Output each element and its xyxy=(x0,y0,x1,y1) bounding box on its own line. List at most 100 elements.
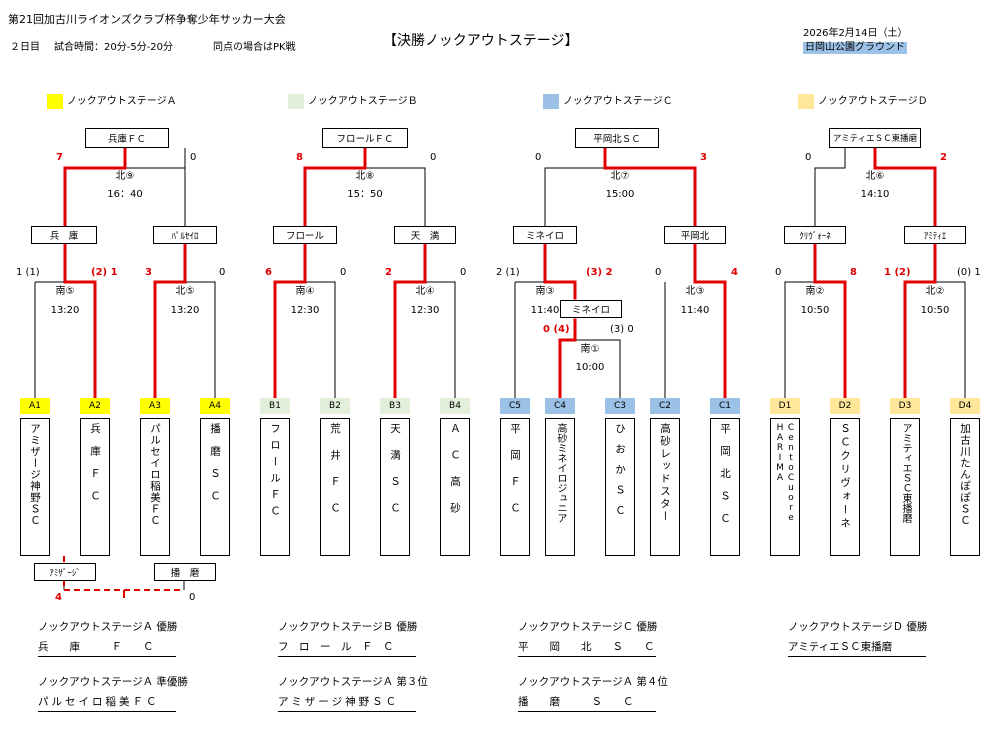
result-label: ノックアウトステージＡ 優勝 xyxy=(38,621,178,633)
stage-a-semi-right-box: ﾊﾟﾙｾｲﾛ xyxy=(153,226,217,244)
team-box: 平岡北ＳＣ xyxy=(710,418,740,556)
team-name: ひおかＳＣ xyxy=(614,423,626,526)
stage-b-m1-time: 12:30 xyxy=(290,305,320,316)
stage-a-m1-time: 13:20 xyxy=(50,305,80,316)
stage-a-m2-score-left: 3 xyxy=(145,267,152,278)
stage-title: 【決勝ノックアウトステージ】 xyxy=(383,33,579,49)
stage-b-m2-score-right: 0 xyxy=(460,267,467,278)
stage-a-m1-label: 南⑤ xyxy=(55,286,75,297)
stage-a-final-score-right: 0 xyxy=(190,152,197,163)
result-label: ノックアウトステージＡ 第３位 xyxy=(278,676,428,688)
team-name: パルセイロ稲美ＦＣ xyxy=(149,423,161,527)
stage-c-m2-time: 11:40 xyxy=(680,305,710,316)
result-label: ノックアウトステージＡ 準優勝 xyxy=(38,676,188,688)
stage-a-m2-score-right: 0 xyxy=(219,267,226,278)
result-label: ノックアウトステージＣ 優勝 xyxy=(518,621,658,633)
stage-b-semi-right-box: 天 満 xyxy=(394,226,456,244)
stage-b-semi-left-box: フロール xyxy=(273,226,337,244)
stage-b-final-time: 15：50 xyxy=(347,189,383,200)
stage-a-m1-score-right: 1 xyxy=(107,267,118,278)
result-team: アミティエＳＣ東播磨 xyxy=(788,640,926,657)
result-team: 兵 庫 Ｆ Ｃ xyxy=(38,640,176,657)
team-code: C3 xyxy=(605,398,635,414)
team-code: D4 xyxy=(950,398,980,414)
team-code: D3 xyxy=(890,398,920,414)
result-team: アミザージ神野ＳＣ xyxy=(278,695,416,712)
team-code: D2 xyxy=(830,398,860,414)
stage-d-m1-label: 南② xyxy=(805,286,825,297)
stage-c-m2-score-right: 4 xyxy=(731,267,738,278)
stage-c-m1-score-right: 2 xyxy=(602,267,613,278)
venue-label: 日岡山公園グラウンド xyxy=(803,42,907,54)
stage-c-semi-right-box: 平岡北 xyxy=(664,226,726,244)
team-code: C1 xyxy=(710,398,740,414)
team-name: CentoCuore HARIMA xyxy=(775,423,796,523)
stage-a-semi-left-box: 兵 庫 xyxy=(31,226,97,244)
stage-a-final-score-left: 7 xyxy=(56,152,63,163)
stage-d-m2-label: 北② xyxy=(925,286,945,297)
stage-c-final-label: 北⑦ xyxy=(610,171,630,182)
tournament-title: 第21回加古川ライオンズクラブ杯争奪少年サッカー大会 xyxy=(8,13,286,26)
stage-c-m1-time: 11:40 xyxy=(530,305,560,316)
team-code: A2 xyxy=(80,398,110,414)
team-name: 平岡ＦＣ xyxy=(509,423,521,529)
stage-d-winner-box: アミティエＳＣ東播磨 xyxy=(829,128,921,148)
result-block: ノックアウトステージＢ 優勝 フ ロ ー ル Ｆ Ｃ xyxy=(278,620,417,657)
stage-d-m2-score-right: (0) 1 xyxy=(957,267,981,278)
legend-swatch-b xyxy=(288,94,304,109)
team-name: 高砂ミネイロジュニア xyxy=(555,423,566,523)
team-code: A3 xyxy=(140,398,170,414)
legend-c: ノックアウトステージＣ xyxy=(563,96,673,107)
legend-swatch-d xyxy=(798,94,814,109)
team-code: B2 xyxy=(320,398,350,414)
team-box: 播磨ＳＣ xyxy=(200,418,230,556)
stage-d-final-time: 14:10 xyxy=(860,189,890,200)
third-place-left-box: ｱﾐｻﾞｰｼﾞ xyxy=(34,563,96,581)
legend-a: ノックアウトステージＡ xyxy=(67,96,177,107)
pk-rule: 同点の場合はPK戦 xyxy=(213,42,296,53)
team-code: C2 xyxy=(650,398,680,414)
stage-c-m1-label: 南③ xyxy=(535,286,555,297)
stage-b-winner-box: フロールＦＣ xyxy=(322,128,408,148)
team-name: アミザージ神野ＳＣ xyxy=(29,423,41,527)
team-name: ＡＣ高砂 xyxy=(449,423,461,529)
date-label: 2026年2月14日（土） xyxy=(803,28,908,39)
third-place-right-box: 播 磨 xyxy=(154,563,216,581)
result-team: フ ロ ー ル Ｆ Ｃ xyxy=(278,640,416,657)
legend-swatch-a xyxy=(47,94,63,109)
result-team: 平 岡 北 Ｓ Ｃ xyxy=(518,640,656,657)
team-box: 加古川たんぽぽＳＣ xyxy=(950,418,980,556)
stage-c-m0-label: 南① xyxy=(580,344,600,355)
stage-b-m2-label: 北④ xyxy=(415,286,435,297)
team-box: 荒井ＦＣ xyxy=(320,418,350,556)
stage-a-m2-label: 北⑤ xyxy=(175,286,195,297)
third-place-score-left: 4 xyxy=(55,592,62,603)
result-label: ノックアウトステージＤ 優勝 xyxy=(788,621,928,633)
team-box: アミティエＳＣ東播磨 xyxy=(890,418,920,556)
stage-d-semi-right-box: ｱﾐﾃｨｴ xyxy=(904,226,966,244)
team-box: パルセイロ稲美ＦＣ xyxy=(140,418,170,556)
third-place-score-right: 0 xyxy=(189,592,196,603)
team-box: ひおかＳＣ xyxy=(605,418,635,556)
team-box: CentoCuore HARIMA xyxy=(770,418,800,556)
stage-d-m1-score-left: 0 xyxy=(775,267,782,278)
stage-a-m2-time: 13:20 xyxy=(170,305,200,316)
stage-c-winner-box: 平岡北ＳＣ xyxy=(575,128,659,148)
result-block: ノックアウトステージＣ 優勝 平 岡 北 Ｓ Ｃ xyxy=(518,620,657,657)
team-box: アミザージ神野ＳＣ xyxy=(20,418,50,556)
stage-d-m2-score-left: 1 xyxy=(884,267,895,278)
team-name: 荒井ＦＣ xyxy=(329,423,341,529)
team-box: 天満ＳＣ xyxy=(380,418,410,556)
team-name: アミティエＳＣ東播磨 xyxy=(900,423,911,523)
result-label: ノックアウトステージＢ 優勝 xyxy=(278,621,418,633)
result-label: ノックアウトステージＡ 第４位 xyxy=(518,676,668,688)
team-name: フロールＦＣ xyxy=(269,423,281,522)
legend-swatch-c xyxy=(543,94,559,109)
team-box: ＳＣクリヴォーネ xyxy=(830,418,860,556)
team-name: 兵庫ＦＣ xyxy=(89,423,101,513)
team-name: 平岡北ＳＣ xyxy=(719,423,731,536)
team-name: 天満ＳＣ xyxy=(389,423,401,529)
stage-d-semi-left-box: ｸﾘｳﾞｫｰﾈ xyxy=(784,226,846,244)
team-code: C4 xyxy=(545,398,575,414)
team-box: フロールＦＣ xyxy=(260,418,290,556)
